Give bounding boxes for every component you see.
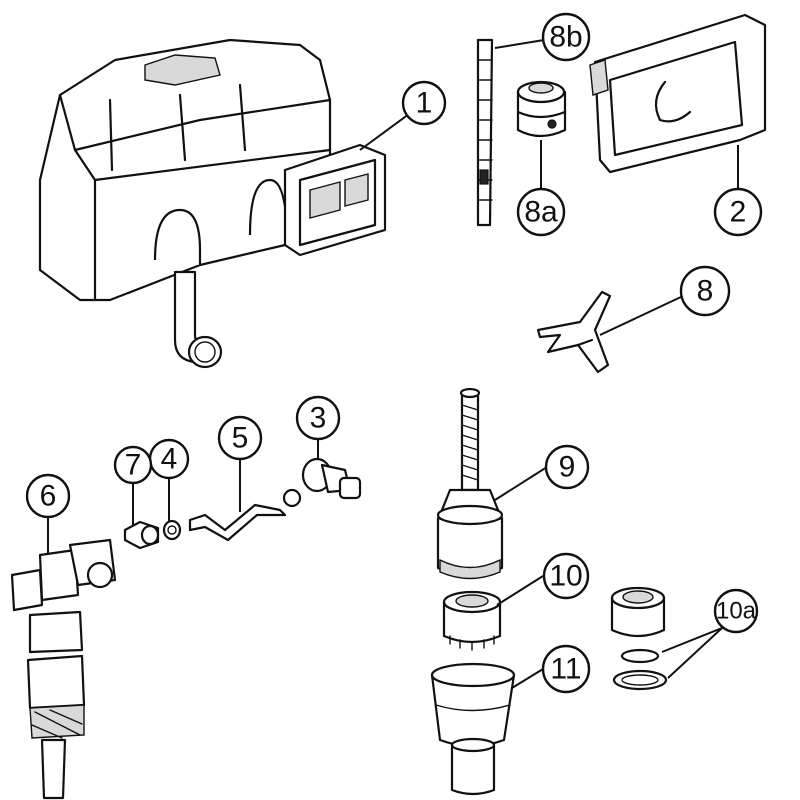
part-11-cup xyxy=(430,662,516,796)
part-2-frame xyxy=(589,13,767,174)
svg-text:8b: 8b xyxy=(549,21,582,54)
part-7-fitting xyxy=(123,520,160,550)
part-5-hose xyxy=(188,488,302,542)
svg-text:9: 9 xyxy=(559,451,576,484)
callout-3: 3 xyxy=(295,395,341,441)
callout-8b: 8b xyxy=(541,12,591,62)
svg-text:7: 7 xyxy=(125,449,142,482)
svg-text:3: 3 xyxy=(310,402,327,435)
callout-7: 7 xyxy=(113,445,153,485)
part-10-collar xyxy=(442,590,502,651)
part-3-stop-valve xyxy=(301,457,362,500)
svg-text:1: 1 xyxy=(416,87,433,120)
callout-10: 10 xyxy=(542,552,590,600)
svg-text:8: 8 xyxy=(697,275,714,308)
svg-text:10a: 10a xyxy=(716,598,757,625)
callout-1: 1 xyxy=(401,80,447,126)
callout-9: 9 xyxy=(544,444,590,490)
part-10a-collar-seals xyxy=(610,586,668,691)
callout-2: 2 xyxy=(713,187,763,237)
callout-10a: 10a xyxy=(713,588,759,634)
callout-5: 5 xyxy=(217,415,263,461)
callout-4: 4 xyxy=(148,438,190,480)
callout-11: 11 xyxy=(541,644,591,694)
svg-text:6: 6 xyxy=(40,480,57,513)
svg-text:5: 5 xyxy=(232,422,249,455)
part-4-nut xyxy=(162,519,182,541)
svg-text:2: 2 xyxy=(730,196,747,229)
part-9-valve-top xyxy=(436,387,504,580)
svg-text:8a: 8a xyxy=(524,196,558,229)
part-8b-strip xyxy=(476,38,494,227)
svg-text:11: 11 xyxy=(550,653,581,686)
part-1-cistern xyxy=(38,38,387,369)
part-6-float-valve xyxy=(10,538,117,800)
part-8-bracket xyxy=(536,290,612,374)
svg-text:4: 4 xyxy=(161,443,178,476)
callout-8a: 8a xyxy=(516,187,566,237)
part-8a-cylinder xyxy=(516,80,567,138)
svg-text:10: 10 xyxy=(549,560,582,593)
callout-8: 8 xyxy=(679,265,731,317)
callout-6: 6 xyxy=(25,473,71,519)
